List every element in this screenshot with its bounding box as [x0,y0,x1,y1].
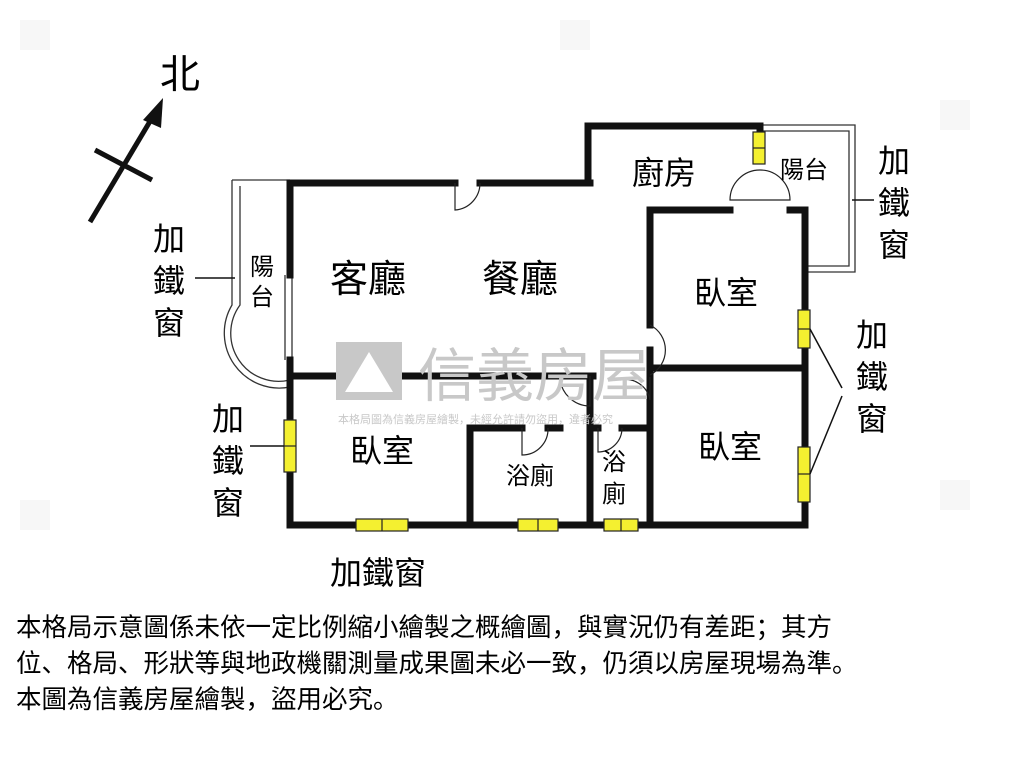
right-balcony [760,124,856,273]
watermark: 信義房屋 本格局圖為信義房屋繪製，未經允許請勿盜用，違者必究 [336,342,650,426]
background-watermark-pattern [20,20,970,530]
label-leaders [195,199,874,475]
iron-window-left-lower-1: 加 [212,400,244,438]
iron-window-right-upper-2: 鐵 [878,184,910,222]
watermark-brand: 信義房屋 [418,342,650,410]
window-right-upper [797,309,811,349]
window-bottom-bedroom [355,518,409,532]
room-bathroom-2a: 浴 [602,448,626,476]
room-balcony-right: 陽台 [780,156,828,184]
iron-window-right-lower-2: 鐵 [856,358,888,396]
room-bedroom-right-lower: 臥室 [698,428,762,466]
iron-window-left-lower-3: 窗 [212,484,244,522]
window-left [283,419,297,473]
room-living: 客廳 [330,257,406,301]
north-compass: 北 [87,52,200,224]
disclaimer: 本格局示意圖係未依一定比例縮小繪製之概繪圖，與實況仍有差距；其方 位、格局、形狀… [16,610,1006,718]
window-kitchen [752,131,766,165]
iron-window-left-upper-1: 加 [153,220,185,258]
room-balcony-left-2: 台 [250,283,274,311]
room-bathroom-1: 浴廁 [506,462,554,490]
iron-window-right-lower-1: 加 [856,316,888,354]
watermark-notice: 本格局圖為信義房屋繪製，未經允許請勿盜用，違者必究 [338,412,613,426]
iron-window-labels: 加 鐵 窗 加 鐵 窗 加 鐵 窗 加 鐵 窗 加鐵窗 [153,142,910,592]
disclaimer-line-1: 本格局示意圖係未依一定比例縮小繪製之概繪圖，與實況仍有差距；其方 [16,613,833,643]
room-dining: 餐廳 [482,257,558,301]
iron-window-right-upper-1: 加 [878,142,910,180]
window-bottom-bath1 [517,518,559,532]
left-balcony [223,179,293,389]
iron-window-bottom: 加鐵窗 [330,554,426,592]
iron-window-left-lower-2: 鐵 [212,442,244,480]
doors [454,169,791,456]
room-bedroom-left: 臥室 [350,432,414,470]
iron-window-left-upper-2: 鐵 [153,262,185,300]
compass-north-label: 北 [160,52,200,98]
iron-window-right-upper-3: 窗 [878,226,910,264]
room-labels: 客廳 餐廳 廚房 陽台 陽 台 臥室 臥室 臥室 浴廁 浴 廁 [250,154,828,508]
room-bedroom-right-upper: 臥室 [694,274,758,312]
room-balcony-left-1: 陽 [250,253,274,281]
window-bottom-bath2 [603,518,639,532]
room-kitchen: 廚房 [632,154,696,192]
iron-window-left-upper-3: 窗 [153,304,185,342]
disclaimer-line-2: 位、格局、形狀等與地政機關測量成果圖未必一致，仍須以房屋現場為準。 [16,649,858,679]
room-bathroom-2b: 廁 [602,480,626,508]
disclaimer-line-3: 本圖為信義房屋繪製，盜用必究。 [16,685,399,715]
walls [286,122,809,529]
window-right-lower [797,446,811,503]
iron-window-right-lower-3: 窗 [856,400,888,438]
